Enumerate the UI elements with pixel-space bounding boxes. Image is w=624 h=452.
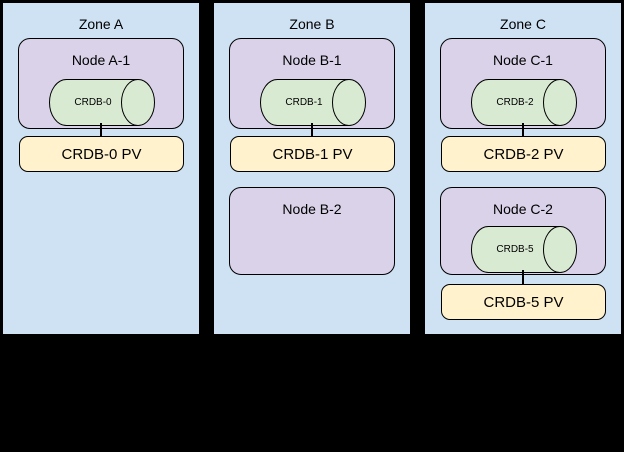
node-c-1: Node C-1 CRDB-2 [440,38,606,129]
zone-c: Zone C Node C-1 CRDB-2 CRDB-2 PV Node C-… [424,2,622,335]
node-c-1-label: Node C-1 [493,52,553,68]
database-cylinder-icon [471,226,577,273]
zone-b: Zone B Node B-1 CRDB-1 CRDB-1 PV Node B-… [213,2,411,335]
pv-crdb-0: CRDB-0 PV [19,136,184,172]
node-c-2-label: Node C-2 [493,201,553,217]
pod-crdb-1-label: CRDB-1 [285,97,323,108]
node-b-1-label: Node B-1 [282,52,342,68]
node-a-1: Node A-1 CRDB-0 [18,38,184,129]
pod-crdb-0: CRDB-0 [49,79,155,126]
pod-crdb-5: CRDB-5 [471,226,577,273]
node-b-1: Node B-1 CRDB-1 [229,38,395,129]
zone-a: Zone A Node A-1 CRDB-0 CRDB-0 PV [2,2,200,335]
pv-crdb-5: CRDB-5 PV [441,284,606,320]
connector-crdb-5-to-pv [522,270,524,285]
pod-crdb-5-label: CRDB-5 [496,244,534,255]
pv-crdb-2: CRDB-2 PV [441,136,606,172]
pod-crdb-2: CRDB-2 [471,79,577,126]
zone-b-label: Zone B [289,16,335,32]
connector-crdb-0-to-pv [100,123,102,137]
database-cylinder-icon [49,79,155,126]
pod-crdb-0-label: CRDB-0 [74,97,112,108]
pod-crdb-1: CRDB-1 [260,79,366,126]
zone-a-label: Zone A [78,16,124,32]
database-cylinder-icon [471,79,577,126]
pod-crdb-2-label: CRDB-2 [496,97,534,108]
node-b-2: Node B-2 [229,187,395,275]
connector-crdb-2-to-pv [522,123,524,137]
pv-crdb-1: CRDB-1 PV [230,136,395,172]
node-b-2-label: Node B-2 [282,201,342,217]
connector-crdb-1-to-pv [311,123,313,137]
zone-c-label: Zone C [500,16,546,32]
database-cylinder-icon [260,79,366,126]
node-a-1-label: Node A-1 [71,52,131,68]
node-c-2: Node C-2 CRDB-5 [440,187,606,275]
